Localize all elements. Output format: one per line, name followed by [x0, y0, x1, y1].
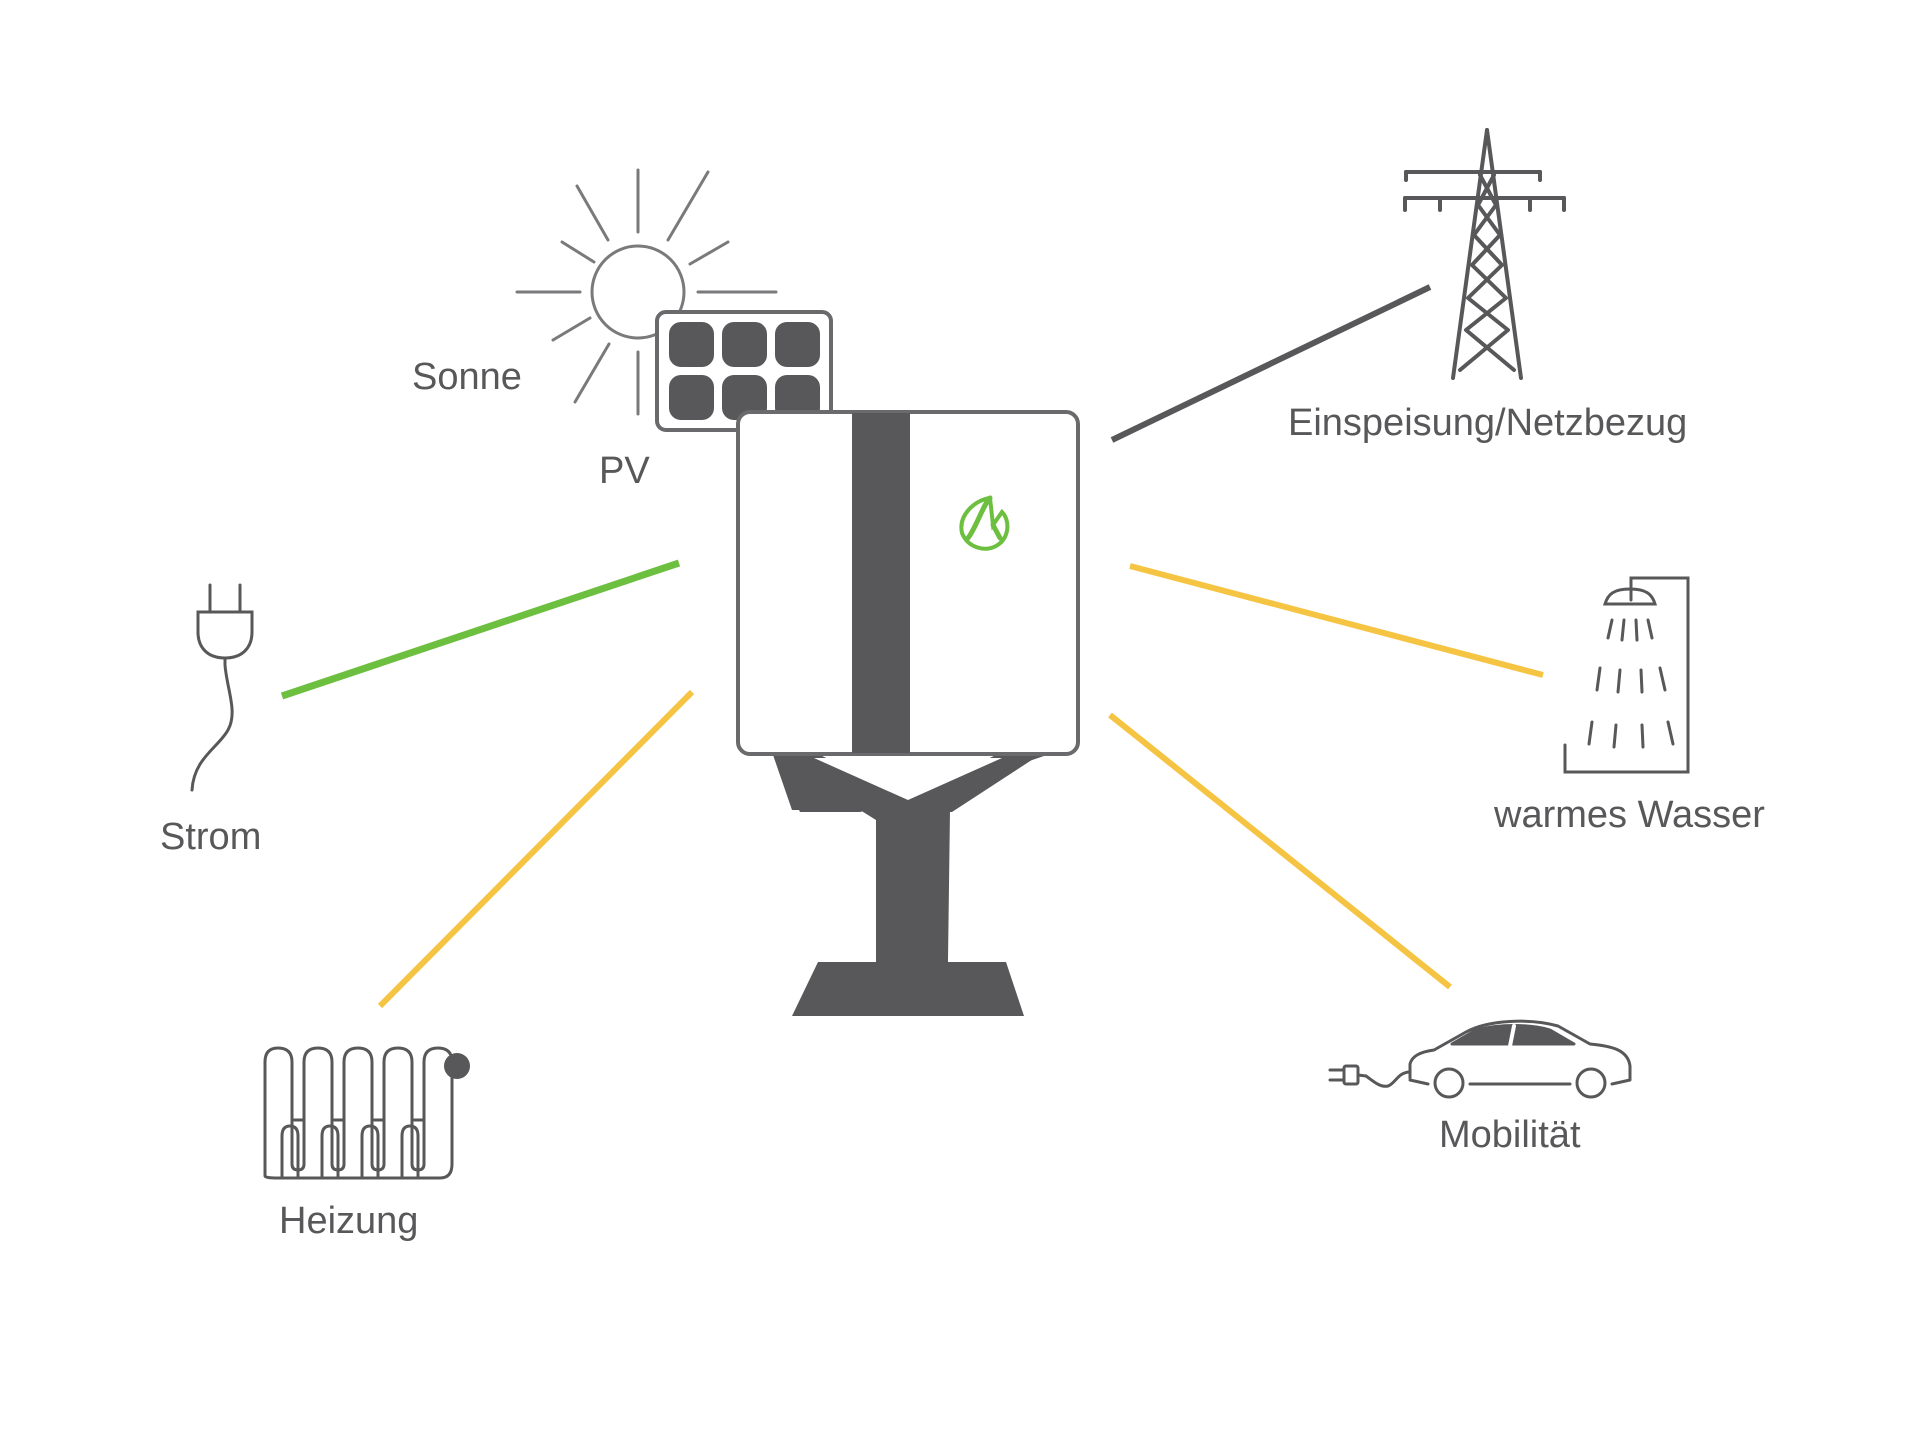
label-sonne: Sonne: [412, 356, 522, 398]
electric-car-icon: [1328, 1019, 1632, 1099]
power-pylon-icon: [1403, 128, 1566, 380]
connection-line-hot-water: [1129, 563, 1544, 678]
connection-line-strom: [280, 559, 681, 700]
label-hot-water: warmes Wasser: [1494, 794, 1765, 836]
label-mobilitaet: Mobilität: [1439, 1114, 1581, 1156]
label-grid: Einspeisung/Netzbezug: [1288, 402, 1688, 444]
radiator-icon: [263, 1046, 470, 1180]
energy-storage-unit-icon: [736, 410, 1080, 1016]
shower-icon: [1563, 576, 1690, 774]
power-plug-icon: [190, 583, 254, 792]
connection-line-grid: [1110, 284, 1432, 443]
label-pv: PV: [599, 450, 650, 492]
brand-logo-icon: [959, 495, 1010, 551]
connection-line-mobilitaet: [1108, 712, 1452, 990]
label-strom: Strom: [160, 816, 262, 858]
label-heizung: Heizung: [279, 1200, 419, 1242]
connection-line-heizung: [377, 689, 695, 1009]
solar-panel-icon: [655, 310, 833, 432]
